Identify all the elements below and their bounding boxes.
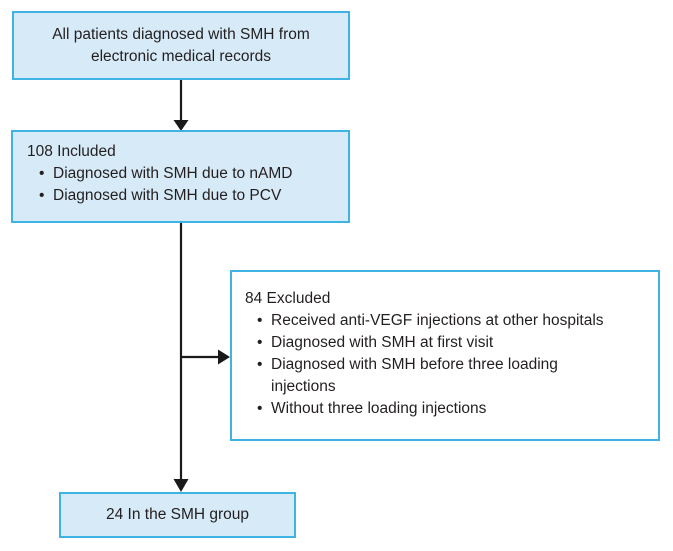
excluded-bullet-text: Diagnosed with SMH before three loading …: [271, 356, 558, 395]
bullet-icon: •: [39, 187, 45, 204]
list-item: • Diagnosed with SMH due to PCV: [39, 185, 340, 207]
arrowhead-down-icon: [173, 479, 189, 492]
excluded-bullet-text: Diagnosed with SMH at first visit: [271, 334, 494, 351]
bullet-icon: •: [257, 312, 263, 329]
source-box-line1: All patients diagnosed with SMH from: [52, 25, 310, 43]
excluded-box-title: 84 Excluded: [245, 290, 331, 307]
excluded-box: 84 Excluded • Received anti-VEGF injecti…: [230, 270, 660, 441]
included-bullet-text: Diagnosed with SMH due to nAMD: [53, 165, 293, 182]
included-bullet-text: Diagnosed with SMH due to PCV: [53, 187, 282, 204]
excluded-bullet-text: Without three loading injections: [271, 400, 487, 417]
excluded-bullet-list: • Received anti-VEGF injections at other…: [245, 310, 652, 420]
included-bullet-list: • Diagnosed with SMH due to nAMD • Diagn…: [27, 163, 340, 207]
arrow-branch-to-excluded: [181, 349, 230, 365]
arrowhead-right-icon: [218, 349, 230, 365]
bullet-icon: •: [257, 400, 263, 417]
arrow-included-to-final: [173, 222, 189, 492]
list-item: • Diagnosed with SMH due to nAMD: [39, 163, 340, 185]
bullet-icon: •: [257, 356, 263, 373]
list-item: • Without three loading injections: [257, 398, 652, 420]
bullet-icon: •: [257, 334, 263, 351]
excluded-bullet-text: Received anti-VEGF injections at other h…: [271, 312, 604, 329]
source-box-line2: electronic medical records: [90, 47, 272, 65]
included-box: 108 Included • Diagnosed with SMH due to…: [11, 130, 350, 223]
bullet-icon: •: [39, 165, 45, 182]
list-item: • Diagnosed with SMH before three loadin…: [257, 354, 652, 398]
list-item: • Received anti-VEGF injections at other…: [257, 310, 652, 332]
included-box-title: 108 Included: [27, 143, 116, 160]
final-box-text: 24 In the SMH group: [105, 506, 250, 523]
arrow-source-to-included: [173, 80, 189, 131]
final-box: 24 In the SMH group: [59, 492, 296, 538]
list-item: • Diagnosed with SMH at first visit: [257, 332, 652, 354]
source-box: All patients diagnosed with SMH from ele…: [12, 11, 350, 80]
